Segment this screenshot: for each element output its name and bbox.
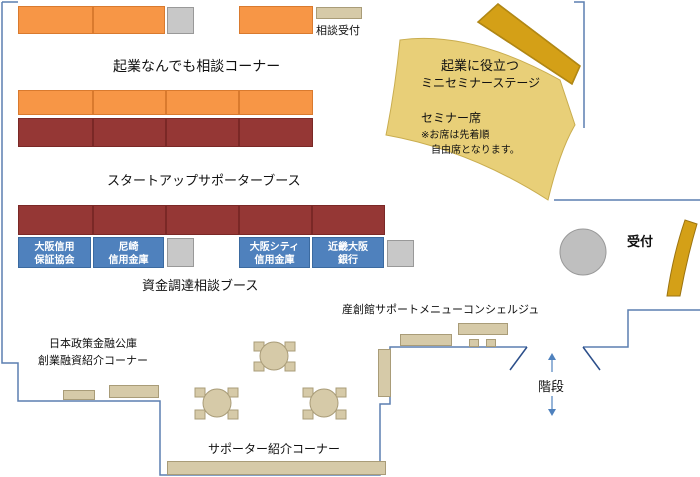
- consult-side-block: [167, 7, 194, 34]
- consult-table-3: [239, 6, 313, 34]
- concierge-desk-1: [400, 334, 452, 346]
- funding-booth-3: 大阪シティ信用金庫: [239, 237, 310, 268]
- concierge-chair-2: [486, 339, 496, 347]
- wall-right-bottom: [583, 309, 700, 348]
- round-table-1: [253, 341, 296, 372]
- startup-orange-3: [166, 90, 239, 115]
- funding-booth-2: 尼崎信用金庫: [93, 237, 164, 268]
- startup-maroon-1: [18, 118, 93, 147]
- startup-maroon-4: [239, 118, 313, 147]
- concierge-desk-2: [458, 323, 508, 335]
- funding-maroon-2: [93, 205, 166, 235]
- round-table-2: [194, 387, 239, 420]
- startup-orange-2: [93, 90, 166, 115]
- seminar-stage-side: [477, 3, 581, 85]
- funding-maroon-1: [18, 205, 93, 235]
- consult-reception-desk: [316, 7, 362, 19]
- seminar-stage-label-1: 起業に役立つ: [441, 59, 520, 74]
- startup-booth-label: スタートアップサポーターブース: [107, 174, 301, 189]
- seminar-stage-label-2: ミニセミナーステージ: [421, 76, 541, 90]
- funding-side-block-2: [387, 240, 414, 267]
- concierge-chair-1: [469, 339, 479, 347]
- consult-reception-label: 相談受付: [316, 24, 360, 37]
- jfc-desk-1: [63, 390, 95, 400]
- seat-note-2: 自由席となります。: [431, 145, 520, 156]
- stairs-arrow-down-head: [548, 409, 556, 416]
- funding-booth-label: 資金調達相談ブース: [142, 279, 259, 294]
- seminar-seats-area: [385, 37, 576, 201]
- consult-corner-label: 起業なんでも相談コーナー: [113, 59, 281, 75]
- funding-booth-4: 近畿大阪銀行: [312, 237, 384, 268]
- concierge-side-desk: [378, 349, 391, 397]
- startup-orange-1: [18, 90, 93, 115]
- seminar-seats-label: セミナー席: [421, 111, 482, 125]
- funding-booth-1: 大阪信用保証協会: [18, 237, 91, 268]
- funding-maroon-4: [239, 205, 312, 235]
- consult-table-2: [93, 6, 165, 34]
- jfc-desk-2: [109, 385, 159, 398]
- stairs-arrow-up-head: [548, 353, 556, 360]
- consult-table-1: [18, 6, 93, 34]
- reception-label: 受付: [627, 235, 654, 250]
- funding-maroon-3: [166, 205, 239, 235]
- supporter-corner-label: サポーター紹介コーナー: [208, 442, 341, 456]
- reception-counter: [666, 219, 698, 297]
- concierge-label: 産創館サポートメニューコンシェルジュ: [342, 303, 540, 316]
- startup-maroon-2: [93, 118, 166, 147]
- stairs-label: 階段: [538, 380, 565, 395]
- seat-note-1: ※お席は先着順: [421, 130, 490, 141]
- startup-orange-4: [239, 90, 313, 115]
- funding-side-block-1: [167, 238, 194, 267]
- stair-door-right: [582, 346, 601, 371]
- supporter-counter: [167, 461, 386, 475]
- wall-top-right: [574, 1, 585, 128]
- round-table-3: [302, 387, 347, 420]
- jfc-label-2: 創業融資紹介コーナー: [38, 354, 148, 367]
- stair-door-left: [509, 346, 528, 371]
- jfc-label-1: 日本政策金融公庫: [49, 337, 137, 350]
- pillar: [559, 228, 607, 276]
- startup-maroon-3: [166, 118, 239, 147]
- funding-maroon-5: [312, 205, 385, 235]
